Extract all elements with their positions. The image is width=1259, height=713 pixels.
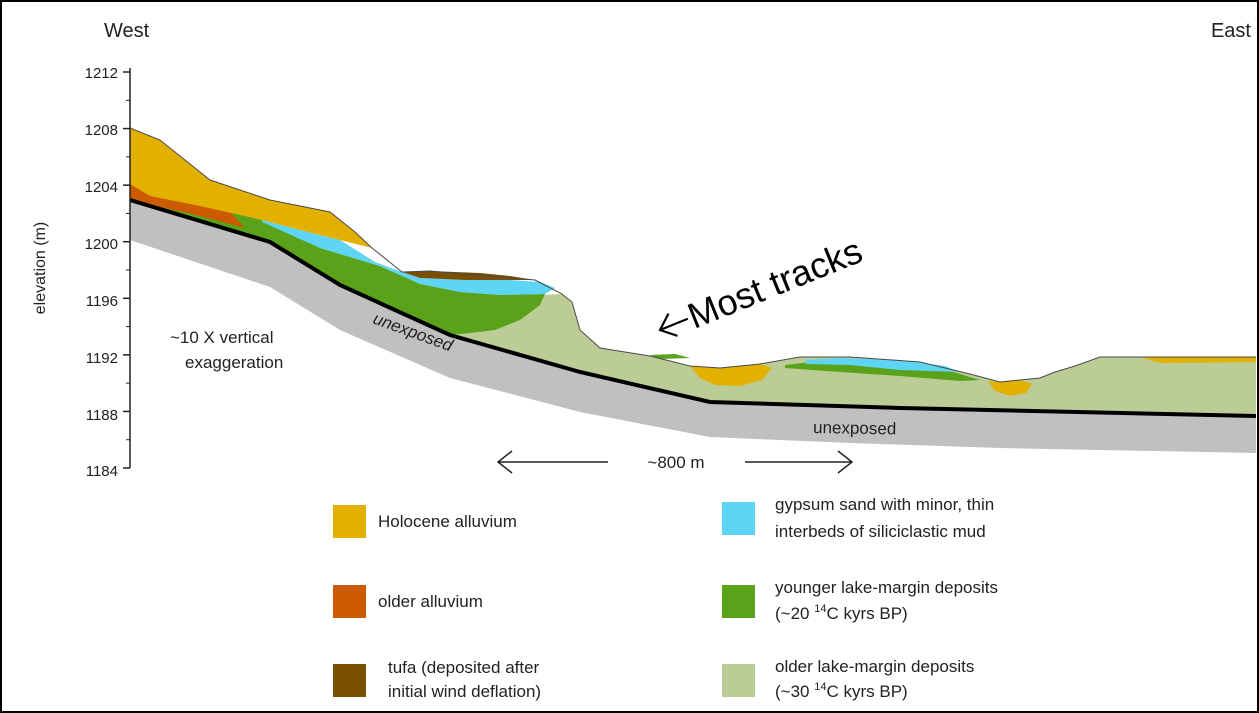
gypsum-sand-lens [806,358,960,372]
legend-swatch [722,502,755,535]
holocene-alluvium-channel-1 [690,364,772,386]
tick-label: 1200 [85,236,118,253]
tick-label: 1192 [86,350,118,367]
tick-label: 1196 [86,293,118,310]
legend-item-gypsum: gypsum sand with minor, thin interbeds o… [722,495,994,541]
legend-label-line2: initial wind deflation) [388,682,541,701]
tufa-layer [402,271,535,280]
legend-label: Holocene alluvium [378,512,517,531]
exaggeration-note-line1: ~10 X vertical [170,328,273,347]
east-label: East [1211,20,1251,42]
younger-lake-margin-sliver [650,354,690,359]
legend-label-line2: (~20 14C kyrs BP) [775,603,908,623]
scale-label: ~800 m [647,453,704,472]
legend-swatch [722,585,755,618]
legend-label-line1: tufa (deposited after [388,658,540,677]
unexposed-layer [130,200,1256,453]
legend-label-line2: (~30 14C kyrs BP) [775,681,908,701]
west-label: West [104,20,150,42]
most-tracks-arrow-shaft [659,317,689,332]
legend-item-holocene: Holocene alluvium [333,505,517,538]
unexposed-label-right: unexposed [813,418,897,438]
tick-label: 1212 [85,65,118,82]
younger-lake-margin-lens [785,361,980,381]
legend-label-line1: gypsum sand with minor, thin [775,495,994,514]
scale-arrow-right-head [837,450,854,474]
legend-label-line2: interbeds of siliciclastic mud [775,522,986,541]
legend-swatch [333,664,366,697]
unexposed-contact-line [129,198,1257,418]
surface-profile-line [129,127,1256,383]
legend-item-younger-lake-margin: younger lake-margin deposits (~20 14C ky… [722,578,998,623]
legend-label-line1: older lake-margin deposits [775,657,974,676]
holocene-alluvium-channel-2 [988,380,1032,396]
cross-section [129,127,1257,453]
scale-arrow-left-head [496,450,513,474]
most-tracks-arrow-head [658,313,678,337]
holocene-alluvium-cap-east [1140,357,1256,363]
scale-bar: ~800 m [496,450,854,474]
legend-item-tufa: tufa (deposited after initial wind defla… [333,658,541,701]
gypsum-sand-layer [262,220,555,295]
holocene-alluvium-layer [130,128,372,248]
legend-item-older-alluvium: older alluvium [333,585,483,618]
legend-label: older alluvium [378,592,483,611]
legend-swatch [333,585,366,618]
axis-label: elevation (m) [32,222,49,314]
legend: Holocene alluvium older alluvium tufa (d… [333,495,998,701]
tick-label: 1184 [86,463,118,480]
exaggeration-note-line2: exaggeration [185,353,283,372]
legend-label-line1: younger lake-margin deposits [775,578,998,597]
legend-swatch [333,505,366,538]
tick-label: 1188 [86,407,118,424]
legend-item-older-lake-margin: older lake-margin deposits (~30 14C kyrs… [722,657,974,701]
tick-label: 1204 [85,179,118,196]
elevation-axis: 1212 1208 1204 1200 1196 1192 1188 1184 … [32,65,131,480]
legend-swatch [722,664,755,697]
tick-label: 1208 [85,122,118,139]
